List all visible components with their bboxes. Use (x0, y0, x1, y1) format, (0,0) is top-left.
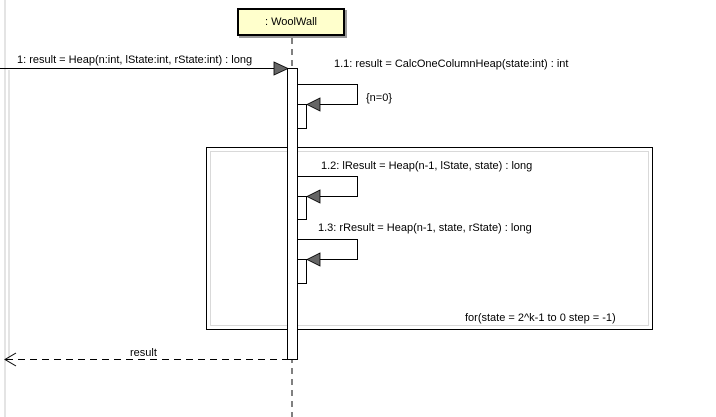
loop-fragment-inner (210, 151, 649, 326)
activation-1-1 (297, 104, 307, 129)
lifeline-name: : WoolWall (265, 16, 317, 28)
activation-1-3 (297, 259, 307, 284)
message-1-label: 1: result = Heap(n:int, lState:int, rSta… (17, 54, 253, 66)
message-1-2-label: 1.2: lResult = Heap(n-1, lState, state) … (321, 160, 533, 172)
message-1-3-label: 1.3: rResult = Heap(n-1, state, rState) … (318, 222, 532, 234)
self-call-1-1-arrowhead (306, 97, 321, 112)
loop-fragment-frame (206, 147, 653, 330)
self-call-1-3-line (298, 239, 358, 260)
message-1-arrowhead (273, 61, 289, 76)
self-call-1-3-arrowhead (306, 252, 321, 267)
self-call-1-2-arrowhead (306, 189, 321, 204)
self-call-1-1-line (298, 84, 358, 105)
activation-1-2 (297, 196, 307, 220)
return-label: result (130, 347, 157, 359)
return-arrowhead (4, 352, 17, 367)
self-call-1-2-line (298, 176, 358, 197)
main-activation-bar (287, 68, 298, 360)
loop-guard-label: for(state = 2^k-1 to 0 step = -1) (465, 312, 616, 324)
constraint-label: {n=0} (366, 92, 393, 104)
lifeline-woolwall-header[interactable]: : WoolWall (237, 8, 345, 36)
message-1-1-label: 1.1: result = CalcOneColumnHeap(state:in… (334, 58, 569, 70)
